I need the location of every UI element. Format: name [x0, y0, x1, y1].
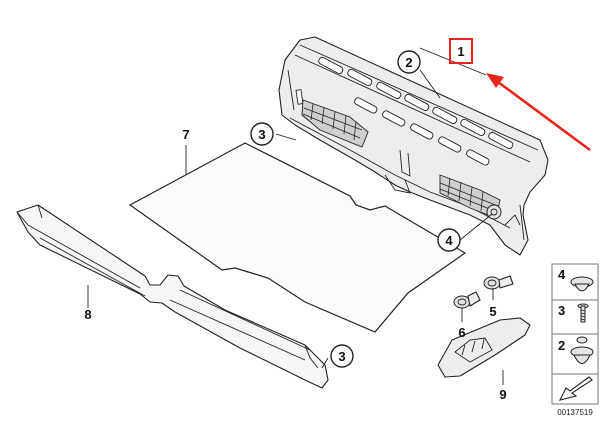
trim-strip-part — [16, 204, 329, 389]
callout-3-bottom: 3 — [330, 344, 354, 368]
callout-9-label: 9 — [499, 387, 506, 402]
legend-item-2-label: 2 — [558, 338, 565, 353]
callout-8-label: 8 — [84, 307, 91, 322]
floor-mat-part — [128, 142, 467, 333]
callout-6-label: 6 — [458, 325, 465, 340]
callout-4: 4 — [437, 228, 461, 252]
handle-part-9 — [437, 317, 531, 378]
clip-part-6 — [453, 291, 481, 309]
callout-3-top-label: 3 — [258, 127, 265, 142]
callout-7: 7 — [182, 127, 189, 142]
legend-item-4-label: 4 — [558, 267, 566, 282]
fastener-legend: 4 3 2 00137519 — [551, 263, 599, 417]
callout-1-label: 1 — [457, 44, 464, 59]
clip-part-5 — [483, 275, 514, 290]
callout-2: 2 — [397, 50, 421, 74]
catalog-number: 00137519 — [557, 408, 593, 417]
callout-7-label: 7 — [182, 127, 189, 142]
legend-item-3-label: 3 — [558, 303, 565, 318]
legend-direction-arrow-icon — [558, 376, 593, 401]
legend-screw-icon — [577, 303, 589, 323]
legend-push-clip-icon — [570, 276, 594, 292]
callout-8: 8 — [84, 307, 91, 322]
legend-rivet-icon — [570, 336, 594, 364]
callout-9: 9 — [499, 387, 506, 402]
callout-6: 6 — [458, 325, 465, 340]
callout-4-label: 4 — [445, 233, 453, 248]
left-speaker-grille — [301, 99, 369, 148]
callout-5: 5 — [489, 304, 496, 319]
callout-5-label: 5 — [489, 304, 496, 319]
leader-lines — [87, 47, 504, 385]
callout-1: 1 — [449, 38, 473, 64]
rear-panel-part — [278, 36, 549, 256]
callout-3-top: 3 — [250, 122, 274, 146]
callout-2-label: 2 — [405, 55, 412, 70]
highlight-arrow — [486, 73, 591, 152]
callout-3-bottom-label: 3 — [338, 349, 345, 364]
panel-slots — [318, 56, 514, 166]
